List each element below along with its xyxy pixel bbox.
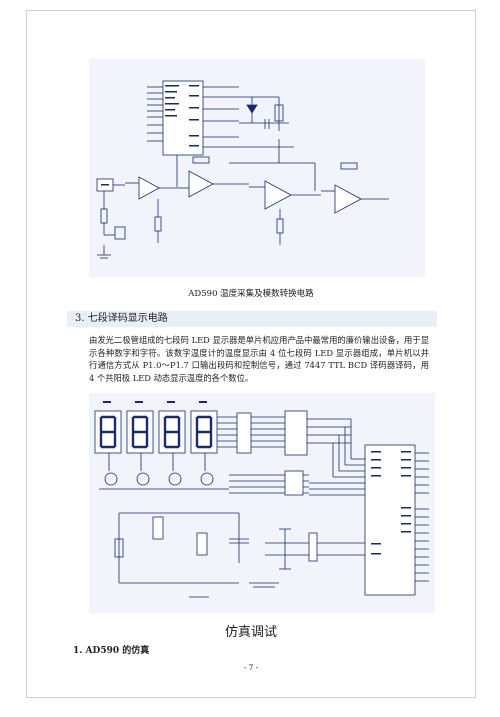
section-title: 七段译码显示电路 [87,313,168,324]
figure1-caption: AD590 温度采集及模数转换电路 [188,289,314,299]
subsection-number: 1. [73,646,83,656]
document-page: AD590 温度采集及模数转换电路 3. 七段译码显示电路 由发光二极管组成的七… [26,10,476,698]
ad590-schematic [96,80,389,259]
chapter-title: 仿真调试 [224,625,277,640]
seven-segment-schematic [94,401,429,598]
section-heading: 3. 七段译码显示电路 [67,311,437,327]
section-number: 3. [75,313,85,324]
subsection-title: AD590 的仿真 [85,646,150,656]
ad590-circuit-figure [89,59,425,277]
digit-1 [94,410,122,454]
seven-segment-circuit-figure [89,393,435,613]
page-number: - 7 - [243,663,259,672]
subsection-heading: 1. AD590 的仿真 [73,643,149,656]
body-paragraph: 由发光二极管组成的七段码 LED 显示器是单片机应用产品中最常用的廉价输出设备，… [89,335,429,383]
